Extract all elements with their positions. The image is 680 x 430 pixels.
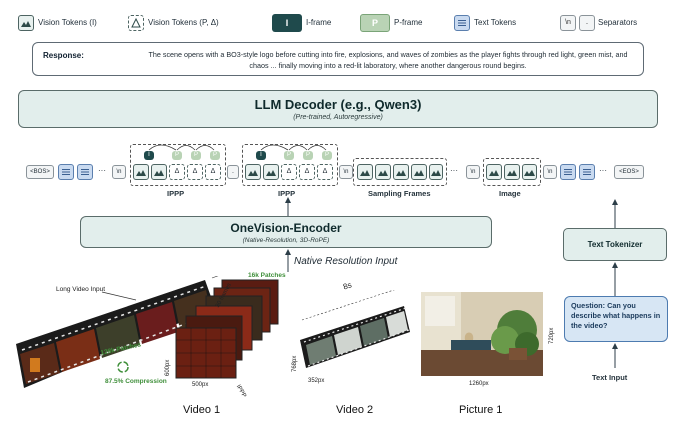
width-1260px-label: 1260px: [469, 381, 489, 387]
legend-pframe: P-frame: [394, 18, 423, 27]
encoder-title: OneVision-Encoder: [230, 221, 342, 235]
group-label-image: Image: [499, 189, 521, 198]
response-label: Response:: [43, 51, 84, 60]
text-input-label: Text Input: [592, 373, 628, 382]
height-768px-label: 768px: [292, 355, 298, 372]
dot-token: .: [227, 165, 239, 179]
delta-token: Δ: [299, 164, 315, 180]
sampling-frames-group: [353, 158, 447, 186]
ippp-group-2: [242, 144, 338, 186]
pframe-marker: P: [284, 151, 294, 160]
onevision-encoder: OneVision-Encoder (Native-Resolution, 3D…: [80, 216, 492, 248]
video1-caption: Video 1: [183, 404, 221, 416]
video2-caption: Video 2: [336, 404, 374, 416]
delta-token: Δ: [281, 164, 297, 180]
newline-token: \n: [112, 165, 126, 179]
text-token-icon: [454, 15, 470, 31]
patches-16k-label: 16k Patches: [248, 272, 286, 279]
vision-token-pd-icon: [128, 15, 144, 31]
vision-token-i: [245, 164, 261, 180]
image-group: [483, 158, 541, 186]
ippp-group-1: [130, 144, 226, 186]
vision-token-i: [263, 164, 279, 180]
delta-token: Δ: [317, 164, 333, 180]
ippp-arc-arrows-1: [148, 144, 215, 151]
vision-token-i: [411, 164, 427, 180]
vision-token-i: [486, 164, 502, 180]
delta-token: Δ: [187, 164, 203, 180]
delta-token: Δ: [169, 164, 185, 180]
vision-token-i: [504, 164, 520, 180]
height-720px-label: 720px: [549, 327, 555, 344]
pframe-icon: P: [360, 14, 390, 32]
legend-vision-pd: Vision Tokens (P, Δ): [148, 18, 219, 27]
group-label-ippp-2: IPPP: [278, 189, 296, 198]
llm-title: LLM Decoder (e.g., Qwen3): [254, 97, 422, 112]
ellipsis: ···: [98, 166, 106, 175]
pframe-marker: P: [191, 151, 201, 160]
legend-text-tokens: Text Tokens: [474, 18, 517, 27]
vision-token-i: [151, 164, 167, 180]
vision-token-i: [375, 164, 391, 180]
newline-token: \n: [466, 165, 480, 179]
compression-recycle-icon: [117, 361, 129, 373]
group-label-sampling: Sampling Frames: [368, 189, 431, 198]
question-box: Question: Can you describe what happens …: [564, 296, 668, 342]
vision-token-i: [393, 164, 409, 180]
text-token: [560, 164, 576, 180]
legend-separators: Separators: [598, 18, 638, 27]
ellipsis: ···: [599, 166, 607, 175]
llm-subtitle: (Pre-trained, Autoregressive): [293, 114, 383, 121]
width-500px-label: 500px: [192, 382, 209, 388]
iframe-marker: I: [256, 151, 266, 160]
legend-vision-i: Vision Tokens (I): [38, 18, 97, 27]
newline-sep-icon: \n: [560, 15, 576, 31]
newline-token: \n: [339, 165, 353, 179]
picture1-caption: Picture 1: [459, 404, 503, 416]
compression-label: 87.5% Compression: [105, 378, 167, 385]
pframe-marker: P: [172, 151, 182, 160]
response-text: The scene opens with a BO3-style logo be…: [148, 50, 628, 70]
bos-token: <BOS>: [26, 165, 54, 179]
pframe-marker: P: [303, 151, 313, 160]
text-token: [58, 164, 74, 180]
pframe-marker: P: [322, 151, 332, 160]
height-600px-label: 600px: [165, 359, 171, 376]
llm-decoder: LLM Decoder (e.g., Qwen3) (Pre-trained, …: [18, 90, 658, 128]
vision-token-i: [522, 164, 537, 180]
ippp-arc-arrows-2: [260, 144, 327, 151]
video2-filmstrip: [300, 290, 410, 368]
long-video-pointer: [101, 291, 137, 301]
group-label-ippp-1: IPPP: [167, 189, 185, 198]
ellipsis: ···: [450, 166, 458, 175]
pframe-marker: P: [210, 151, 220, 160]
native-input-label: Native Resolution Input: [294, 256, 398, 267]
width-352px-label: 352px: [308, 378, 325, 384]
text-token: [579, 164, 595, 180]
vision-token-i: [133, 164, 149, 180]
text-tokenizer: Text Tokenizer: [563, 228, 667, 261]
dot-sep-icon: .: [579, 15, 595, 31]
vision-token-i-icon: [18, 15, 34, 31]
newline-token: \n: [543, 165, 557, 179]
text-token: [77, 164, 93, 180]
encoder-subtitle: (Native-Resolution, 3D-RoPE): [242, 237, 330, 244]
eos-token: <EOS>: [614, 165, 644, 179]
video1-patch-stack: [175, 276, 279, 379]
picture1-image: [421, 292, 543, 376]
response-box: Response: The scene opens with a BO3-sty…: [32, 42, 644, 76]
vision-token-i: [357, 164, 373, 180]
iframe-marker: I: [144, 151, 154, 160]
long-video-input-label: Long Video Input: [56, 286, 106, 293]
delta-token: Δ: [205, 164, 221, 180]
legend-iframe: I-frame: [306, 18, 332, 27]
video1-filmstrip: [16, 280, 215, 388]
vision-token-i: [429, 164, 443, 180]
iframe-icon: I: [272, 14, 302, 32]
